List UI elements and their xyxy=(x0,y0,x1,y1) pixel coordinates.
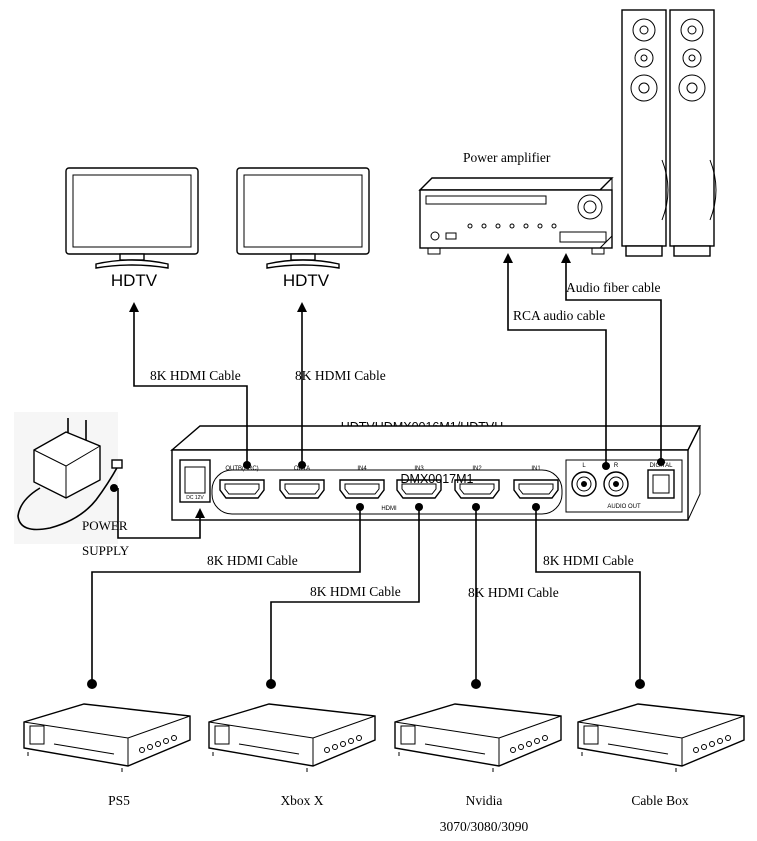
tv-1 xyxy=(65,167,199,269)
speaker-left xyxy=(621,9,669,257)
cable-label-cablebox: 8K HDMI Cable xyxy=(543,553,634,568)
source-cablebox xyxy=(577,703,745,773)
source-label-nvidia-models: 3070/3080/3090 xyxy=(440,819,529,834)
source-nvidia xyxy=(394,703,562,773)
cable-xbox xyxy=(266,503,423,689)
power-amplifier xyxy=(418,177,614,255)
port-label-in4: IN4 xyxy=(357,466,367,472)
tv-1-label: HDTV xyxy=(111,271,158,290)
device-model-label-2: DMX0017M1 xyxy=(401,472,474,486)
cable-label-nvidia: 8K HDMI Cable xyxy=(468,585,559,600)
cable-ps5 xyxy=(87,503,364,689)
cable-label-ps5: 8K HDMI Cable xyxy=(207,553,298,568)
speaker-right xyxy=(669,9,717,257)
amplifier-label: Power amplifier xyxy=(463,150,551,165)
cable-fiber xyxy=(561,253,665,466)
source-label-nvidia: Nvidia xyxy=(466,793,503,808)
power-supply-label-line2: SUPPLY xyxy=(82,543,130,558)
source-label-ps5: PS5 xyxy=(108,793,130,808)
cable-label-tv1: 8K HDMI Cable xyxy=(150,368,241,383)
cable-cablebox xyxy=(532,503,645,689)
port-label-left: L xyxy=(582,463,586,469)
port-label-hdmi: HDMI xyxy=(381,506,397,512)
tv-2 xyxy=(236,167,370,269)
hdmi-matrix-switcher xyxy=(170,425,702,521)
port-label-in2: IN2 xyxy=(472,466,482,472)
cable-label-rca: RCA audio cable xyxy=(513,308,605,323)
cable-label-xbox: 8K HDMI Cable xyxy=(310,584,401,599)
power-supply-label-line1: POWER xyxy=(82,518,128,533)
port-label-in1: IN1 xyxy=(531,466,541,472)
port-label-in3: IN3 xyxy=(414,466,424,472)
source-ps5 xyxy=(23,703,191,773)
cable-tv2 xyxy=(297,302,307,469)
source-label-cablebox: Cable Box xyxy=(631,793,689,808)
port-label-outb: OUTB(ARC) xyxy=(225,466,258,472)
port-label-audio-out: AUDIO OUT xyxy=(607,504,641,510)
cable-power xyxy=(110,484,205,539)
source-xbox xyxy=(208,703,376,773)
cable-nvidia xyxy=(471,503,481,689)
tv-2-label: HDTV xyxy=(283,271,330,290)
cable-label-tv2: 8K HDMI Cable xyxy=(295,368,386,383)
source-label-xbox: Xbox X xyxy=(280,793,323,808)
cable-label-fiber: Audio fiber cable xyxy=(566,280,660,295)
cable-tv1 xyxy=(129,302,251,469)
port-label-dc: DC 12V xyxy=(186,495,204,501)
port-label-right: R xyxy=(614,463,619,469)
power-adapter-icon xyxy=(14,412,123,544)
port-label-digital: DIGITAL xyxy=(650,463,674,469)
cable-rca xyxy=(503,253,610,470)
